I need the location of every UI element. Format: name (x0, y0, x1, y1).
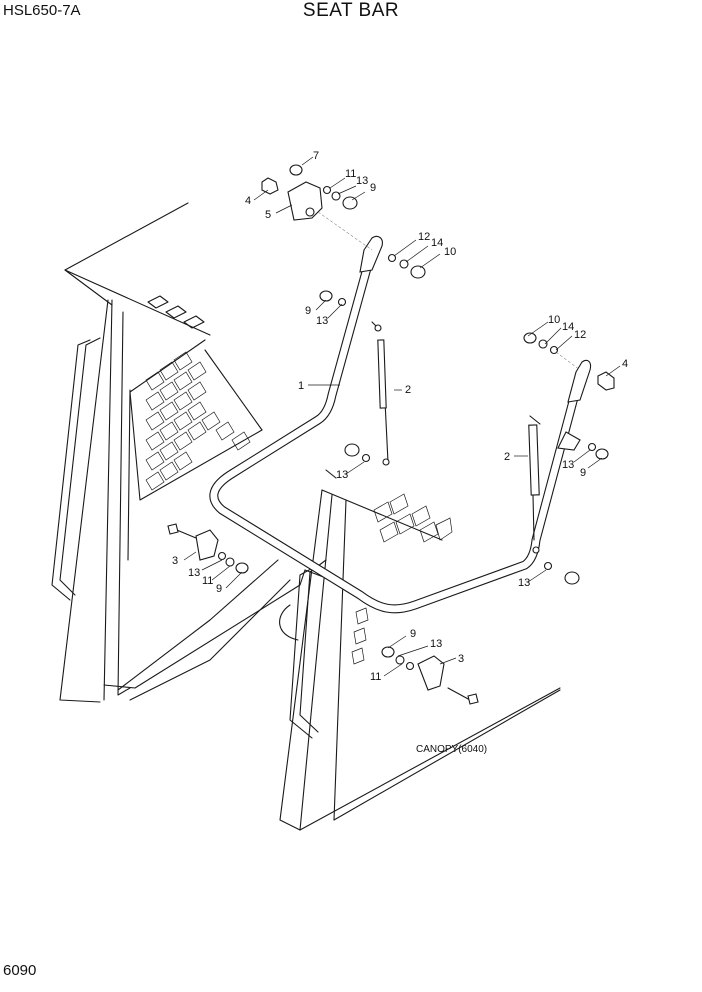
callout-3: 3 (172, 555, 178, 567)
lower-left-bracket (167, 523, 249, 574)
bracket-assembly-top (261, 164, 373, 251)
callout-9: 9 (410, 628, 416, 640)
callout-14: 14 (431, 237, 443, 249)
callout-13: 13 (356, 175, 368, 187)
right-canopy-panel (279, 469, 561, 831)
callout-3: 3 (458, 653, 464, 665)
callout-4: 4 (622, 358, 628, 370)
callout-11: 11 (345, 168, 356, 180)
callout-1: 1 (298, 380, 304, 392)
callout-2: 2 (405, 384, 411, 396)
callout-labels: 7 11 13 9 4 5 12 14 10 9 13 1 2 13 10 14… (172, 150, 628, 755)
callout-13: 13 (562, 459, 574, 471)
page-title: SEAT BAR (302, 0, 400, 21)
callout-10: 10 (548, 314, 560, 326)
callout-2: 2 (504, 451, 510, 463)
callout-7: 7 (313, 150, 319, 162)
callout-12: 12 (574, 329, 586, 341)
left-canopy-panel (51, 202, 263, 703)
page-number: 6090 (3, 962, 37, 979)
callout-13: 13 (430, 638, 442, 650)
callout-13: 13 (316, 315, 328, 327)
callout-11: 11 (202, 575, 213, 587)
callout-12: 12 (418, 231, 430, 243)
callout-14: 14 (562, 321, 574, 333)
gas-spring-left (371, 321, 390, 466)
canopy-reference-note: CANOPY(6040) (416, 744, 487, 755)
model-label: HSL650-7A (3, 2, 81, 19)
callout-9: 9 (216, 583, 222, 595)
callout-13: 13 (518, 577, 530, 589)
callout-11: 11 (370, 671, 381, 683)
leader-lines (183, 156, 621, 677)
callout-9: 9 (305, 305, 311, 317)
lower-right-bracket (381, 646, 479, 705)
callout-9: 9 (580, 467, 586, 479)
callout-5: 5 (265, 209, 271, 221)
seat-bar-tube (209, 235, 592, 614)
gas-spring-right (528, 415, 581, 554)
hardware-mid (344, 442, 609, 585)
callout-9: 9 (370, 182, 376, 194)
canopy-floor (103, 559, 327, 701)
callout-4: 4 (245, 195, 251, 207)
callout-13: 13 (336, 469, 348, 481)
callout-13: 13 (188, 567, 200, 579)
hardware-right-top (523, 332, 615, 391)
callout-10: 10 (444, 246, 456, 258)
